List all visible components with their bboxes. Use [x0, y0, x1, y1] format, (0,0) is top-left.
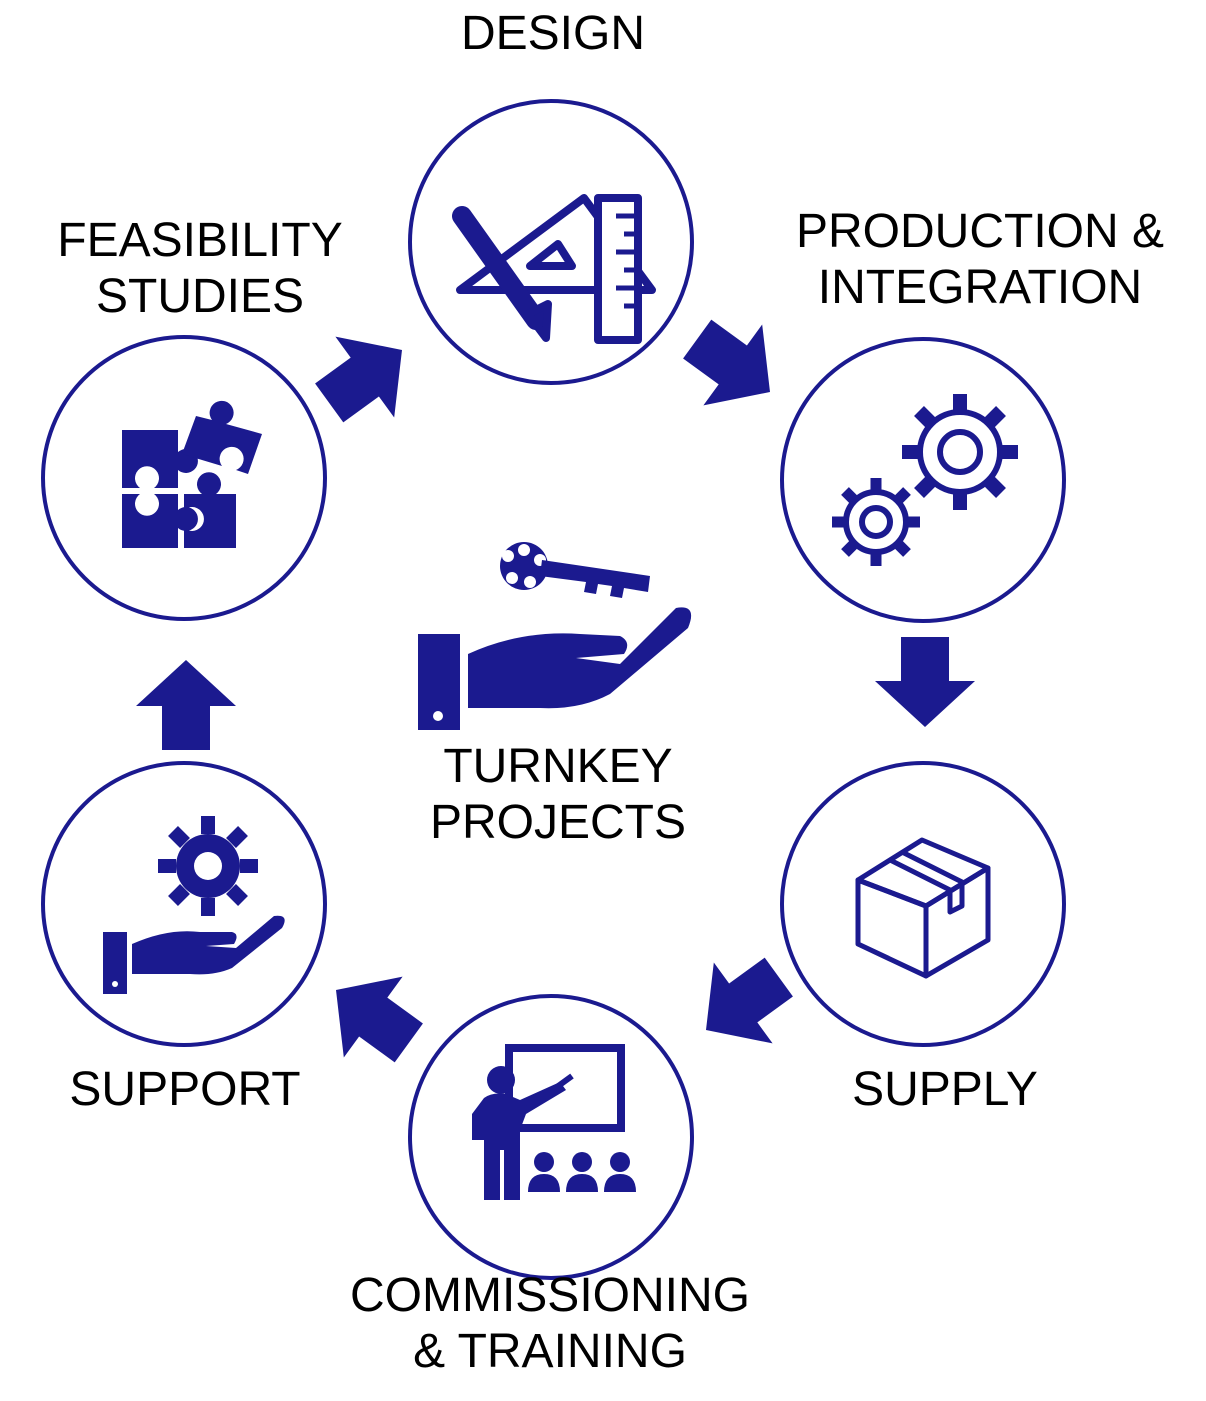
drafting-tools-icon: [452, 194, 656, 344]
arrow-icon: [299, 309, 432, 444]
stage-label-support: SUPPORT: [20, 1062, 350, 1118]
stage-label-supply: SUPPLY: [790, 1062, 1100, 1118]
gears-icon: [832, 394, 1018, 566]
center-label: TURNKEY PROJECTS: [408, 739, 708, 851]
puzzle-icon: [122, 400, 262, 548]
stage-label-line: DESIGN: [460, 7, 646, 60]
supply-circle: [780, 761, 1066, 1047]
stage-label-feasibility: FEASIBILITY STUDIES: [20, 213, 380, 325]
center-label-line: PROJECTS: [429, 796, 687, 849]
stage-label-line: & TRAINING: [413, 1325, 687, 1378]
arrow-icon: [136, 660, 236, 750]
stage-label-line: COMMISSIONING: [349, 1269, 750, 1322]
stage-label-commissioning: COMMISSIONING & TRAINING: [300, 1268, 800, 1380]
stage-label-production: PRODUCTION & INTEGRATION: [770, 204, 1190, 316]
stage-label-line: INTEGRATION: [817, 261, 1143, 314]
stage-label-line: SUPPORT: [69, 1063, 301, 1116]
commissioning-circle: [408, 994, 694, 1280]
design-circle: [408, 99, 694, 385]
stage-label-line: SUPPLY: [852, 1063, 1038, 1116]
center-label-line: TURNKEY: [443, 740, 673, 793]
stage-label-line: STUDIES: [95, 270, 305, 323]
production-circle: [780, 337, 1066, 623]
stage-label-design: DESIGN: [403, 6, 703, 62]
arrow-icon: [667, 298, 800, 433]
arrow-icon: [875, 637, 975, 727]
feasibility-circle: [41, 335, 327, 621]
stage-label-line: FEASIBILITY: [57, 214, 343, 267]
package-box-icon: [855, 837, 991, 979]
hand-key-icon: [418, 542, 692, 730]
presentation-training-icon: [472, 1044, 636, 1200]
support-circle: [41, 761, 327, 1047]
stage-label-line: PRODUCTION &: [795, 205, 1164, 258]
arrow-icon: [676, 936, 809, 1071]
hand-gear-icon: [103, 816, 285, 994]
